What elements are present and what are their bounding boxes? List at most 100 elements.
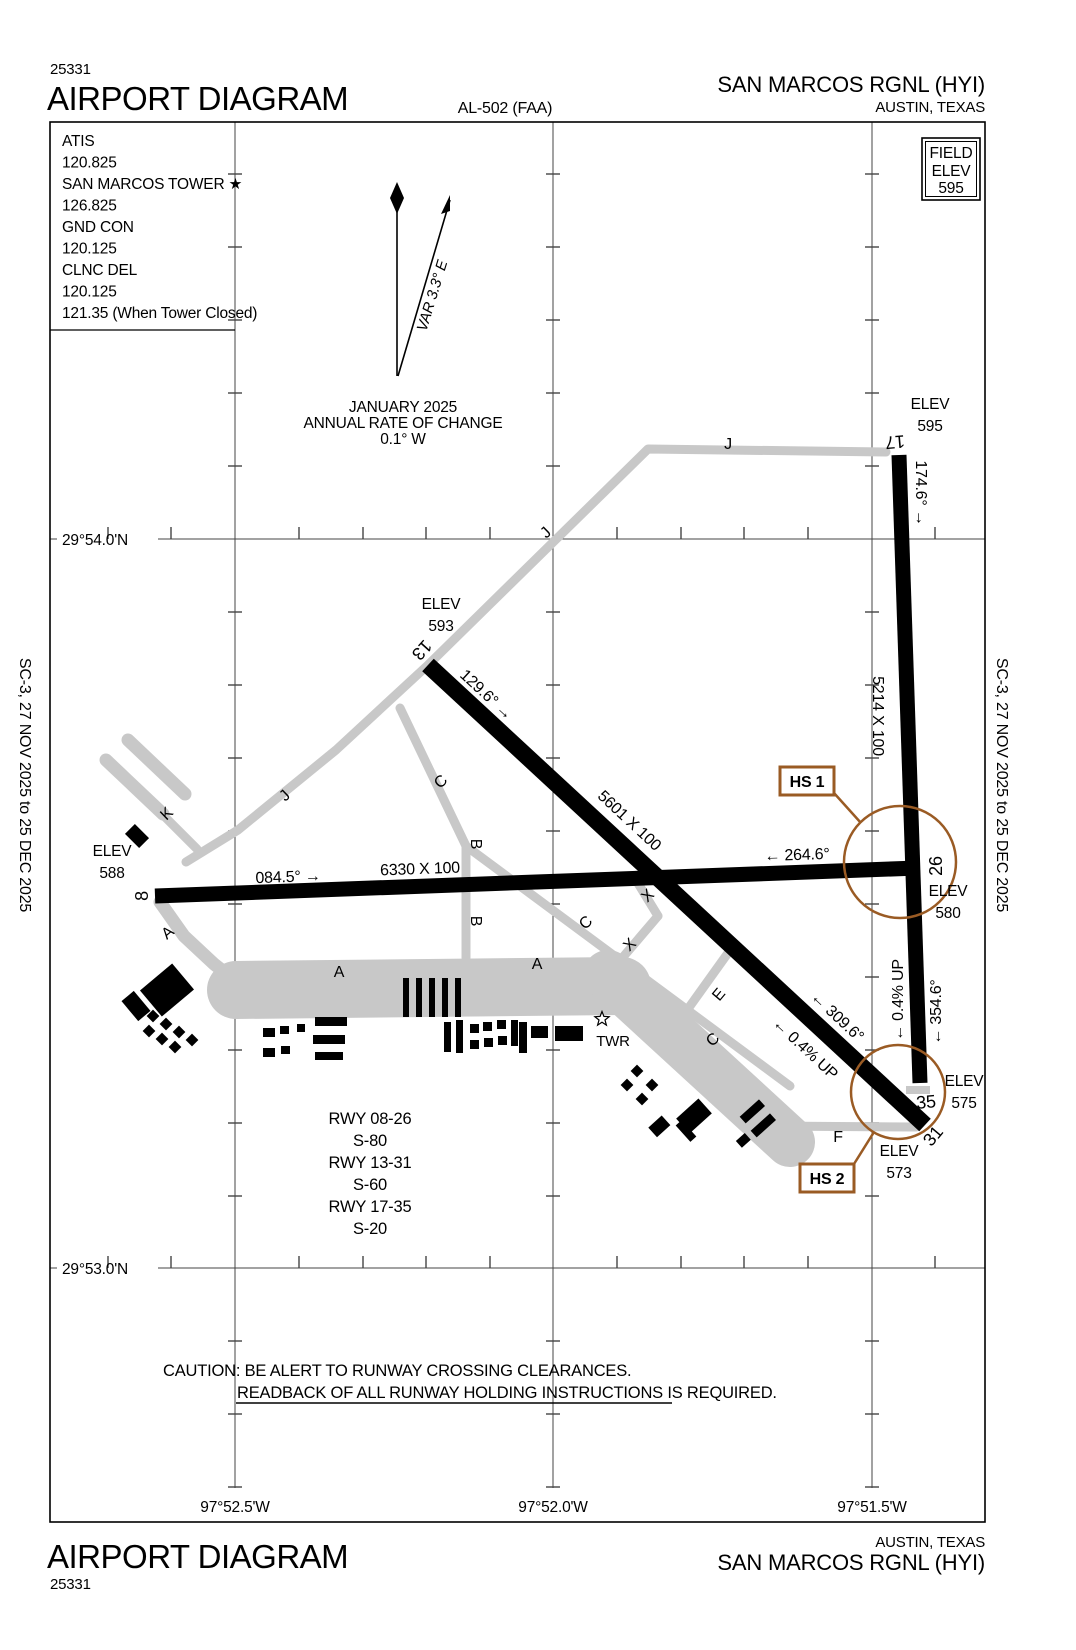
rwy08-elev-label: ELEV <box>93 843 133 860</box>
hotspot-2-label: HS 2 <box>810 1171 845 1188</box>
taxiway-label-b: B <box>467 839 484 849</box>
rwy-data-line: RWY 08-26 <box>329 1110 412 1128</box>
comm-line: CLNC DEL <box>62 262 138 279</box>
footer-chart-code: 25331 <box>50 1576 91 1593</box>
runway-08-26 <box>154 860 919 904</box>
rwy35-elev-value: 575 <box>951 1095 976 1112</box>
taxiway-x1 <box>631 875 663 921</box>
footer-airport-name: SAN MARCOS RGNL (HYI) <box>717 1550 985 1575</box>
taxiway-j <box>181 444 891 867</box>
field-elev-label1: FIELD <box>930 145 973 162</box>
comm-line: 126.825 <box>62 198 117 215</box>
rwy31-elev-value: 573 <box>886 1165 911 1182</box>
chart-borders <box>49 121 986 1523</box>
cycle-note-right: SC-3, 27 NOV 2025 to 25 DEC 2025 <box>993 658 1010 912</box>
airport-city: AUSTIN, TEXAS <box>875 99 985 116</box>
taxiway-label-j: J <box>724 436 732 453</box>
hotspot-1-box <box>778 765 836 797</box>
compass-rate2: 0.1° W <box>380 431 426 448</box>
taxiway-network <box>99 444 921 1167</box>
rwy-data-line: S-80 <box>353 1132 387 1150</box>
rwy1735-gradient: ← 0.4% UP <box>890 959 907 1041</box>
rwy26-elev-label: ELEV <box>929 883 969 900</box>
apron-band-diagonal <box>583 950 815 1167</box>
graticule-tick-marks <box>107 173 936 1488</box>
taxiway-k-strip1 <box>99 753 170 821</box>
hotspot-1-label: HS 1 <box>790 774 825 791</box>
taxiway-x2 <box>607 911 663 975</box>
hotspot-2-leader <box>852 1131 876 1165</box>
hotspot-1-leader <box>833 792 862 824</box>
comm-line: SAN MARCOS TOWER ★ <box>62 176 243 193</box>
taxiway-label-a: A <box>532 956 543 973</box>
runways <box>154 454 931 1132</box>
tower-star-icon <box>593 1009 611 1027</box>
field-elev-value: 595 <box>938 180 963 197</box>
comm-line: GND CON <box>62 219 134 236</box>
rwy35-heading: ← 354.6° <box>928 979 945 1044</box>
graticule-lines <box>50 122 985 1488</box>
taxiway-e <box>675 941 738 1025</box>
lat-label: 29°54.0'N <box>62 532 128 549</box>
magnetic-variation-arrow <box>397 199 451 377</box>
neatline <box>49 121 986 1523</box>
lon-label: 97°51.5'W <box>837 1499 907 1516</box>
lat-label: 29°53.0'N <box>62 1261 128 1278</box>
rwy-data-line: RWY 13-31 <box>329 1154 412 1172</box>
footer-title: AIRPORT DIAGRAM <box>47 1538 348 1575</box>
rwy08-number: 8 <box>132 891 152 901</box>
lon-label: 97°52.0'W <box>518 1499 588 1516</box>
rwy-data-line: S-60 <box>353 1176 387 1194</box>
rwy26-number: 26 <box>926 856 946 876</box>
compass-date: JANUARY 2025 <box>349 399 457 416</box>
airport-name: SAN MARCOS RGNL (HYI) <box>717 72 985 97</box>
runway-17-35 <box>891 454 928 1084</box>
runway35-end-pad <box>906 1086 930 1094</box>
rwy17-heading: 174.6° → <box>912 460 929 525</box>
rwy-data-line: S-20 <box>353 1220 387 1238</box>
footer-city: AUSTIN, TEXAS <box>875 1534 985 1551</box>
lon-label: 97°52.5'W <box>200 1499 270 1516</box>
hotspot-2-box <box>798 1162 856 1194</box>
hotspot-1-circle <box>842 804 958 920</box>
tower-label: TWR <box>596 1033 630 1050</box>
runway-13-31 <box>422 658 931 1132</box>
rwy0826-dimensions: 6330 X 100 <box>380 860 461 880</box>
hotspot-2-circle <box>849 1043 947 1141</box>
taxiway-k-link <box>155 807 202 854</box>
hotspot-circles <box>833 792 958 1165</box>
comm-line: 120.825 <box>62 155 117 172</box>
rwy13-elev-label: ELEV <box>422 596 462 613</box>
cycle-note-left: SC-3, 27 NOV 2025 to 25 DEC 2025 <box>16 658 33 912</box>
rwy13-elev-value: 593 <box>428 618 453 635</box>
hotspot-callouts: HS 1 HS 2 <box>778 765 856 1194</box>
caution-line1: CAUTION: BE ALERT TO RUNWAY CROSSING CLE… <box>163 1362 631 1380</box>
compass-rate1: ANNUAL RATE OF CHANGE <box>303 415 502 432</box>
rwy08-elev-value: 588 <box>99 865 124 882</box>
page-title: AIRPORT DIAGRAM <box>47 80 348 117</box>
rwy-data-line: RWY 17-35 <box>329 1198 412 1216</box>
rwy1735-dimensions: 5214 X 100 <box>869 676 886 756</box>
taxiway-label-a: A <box>334 964 345 981</box>
field-elev-box-outer <box>921 137 981 201</box>
taxiway-label-f: F <box>833 1129 843 1146</box>
comm-line: 120.125 <box>62 284 117 301</box>
rwy08-heading: 084.5° → <box>255 868 321 887</box>
rwy31-elev-label: ELEV <box>880 1143 920 1160</box>
rwy17-elev-value: 595 <box>917 418 942 435</box>
rwy17-elev-label: ELEV <box>911 396 951 413</box>
field-elev-label2: ELEV <box>932 163 972 180</box>
variation-label: VAR 3.3° E <box>414 257 452 333</box>
rwy17-number: 17 <box>884 431 905 453</box>
comm-line: 120.125 <box>62 241 117 258</box>
north-arrow-icon <box>390 182 451 377</box>
taxiway-label-b: B <box>467 916 484 926</box>
taxiway-k-strip2 <box>121 733 192 801</box>
rwy26-heading: ← 264.6° <box>764 846 830 865</box>
tower-building <box>555 1026 583 1041</box>
rwy35-number: 35 <box>915 1091 936 1113</box>
comm-line: 121.35 (When Tower Closed) <box>62 305 257 322</box>
rwy26-elev-value: 580 <box>935 905 961 922</box>
